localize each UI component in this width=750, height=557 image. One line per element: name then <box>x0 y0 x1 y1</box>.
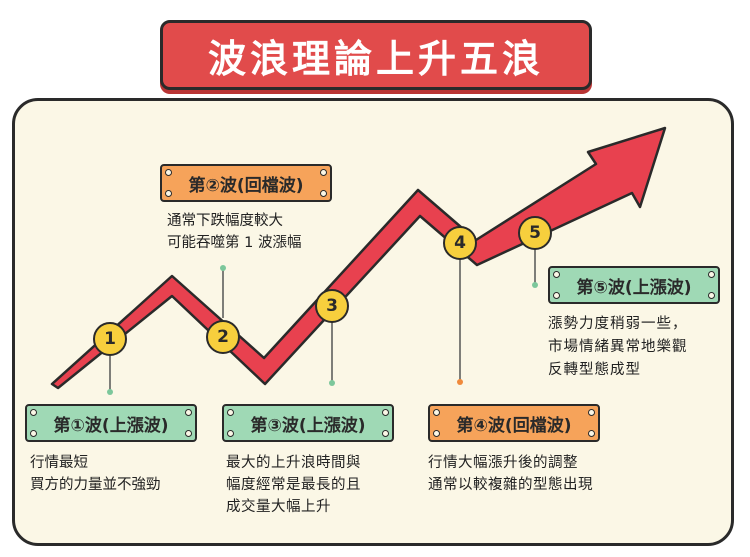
leader-dot-4 <box>457 379 463 385</box>
wave-desc-3: 最大的上升浪時間與 幅度經常是最長的且 成交量大幅上升 <box>226 455 361 515</box>
wave-label-4-text: 第④波(回檔波) <box>456 415 572 436</box>
leader-dot-3 <box>329 380 335 386</box>
wave-label-3: 第③波(上漲波) <box>222 404 394 442</box>
leader-dot-2 <box>220 265 226 271</box>
wave-desc-2: 通常下跌幅度較大 可能吞噬第 1 波漲幅 <box>167 213 302 251</box>
wave-label-3-text: 第③波(上漲波) <box>250 415 366 436</box>
page-title: 波浪理論上升五浪 <box>207 36 544 81</box>
wave-marker-4: 4 <box>443 226 477 260</box>
wave-label-1-text: 第①波(上漲波) <box>53 415 169 436</box>
wave-marker-3: 3 <box>315 289 349 323</box>
wave-desc-4: 行情大幅漲升後的調整 通常以較複雜的型態出現 <box>428 455 593 493</box>
wave-marker-2: 2 <box>206 320 240 354</box>
wave-label-1: 第①波(上漲波) <box>25 404 197 442</box>
leader-dot-5 <box>532 282 538 288</box>
title-banner: 波浪理論上升五浪 <box>160 20 592 90</box>
wave-marker-5: 5 <box>518 216 552 250</box>
wave-desc-1: 行情最短 買方的力量並不強勁 <box>30 455 161 493</box>
wave-label-2-text: 第②波(回檔波) <box>188 175 304 196</box>
wave-label-2: 第②波(回檔波) <box>160 164 332 202</box>
wave-label-4: 第④波(回檔波) <box>428 404 600 442</box>
leader-dot-1 <box>107 389 113 395</box>
wave-label-5-text: 第⑤波(上漲波) <box>576 277 692 298</box>
wave-desc-5: 漲勢力度稍弱一些， 市場情緒異常地樂觀 反轉型態成型 <box>548 316 688 378</box>
wave-marker-1: 1 <box>93 322 127 356</box>
wave-label-5: 第⑤波(上漲波) <box>548 266 720 304</box>
